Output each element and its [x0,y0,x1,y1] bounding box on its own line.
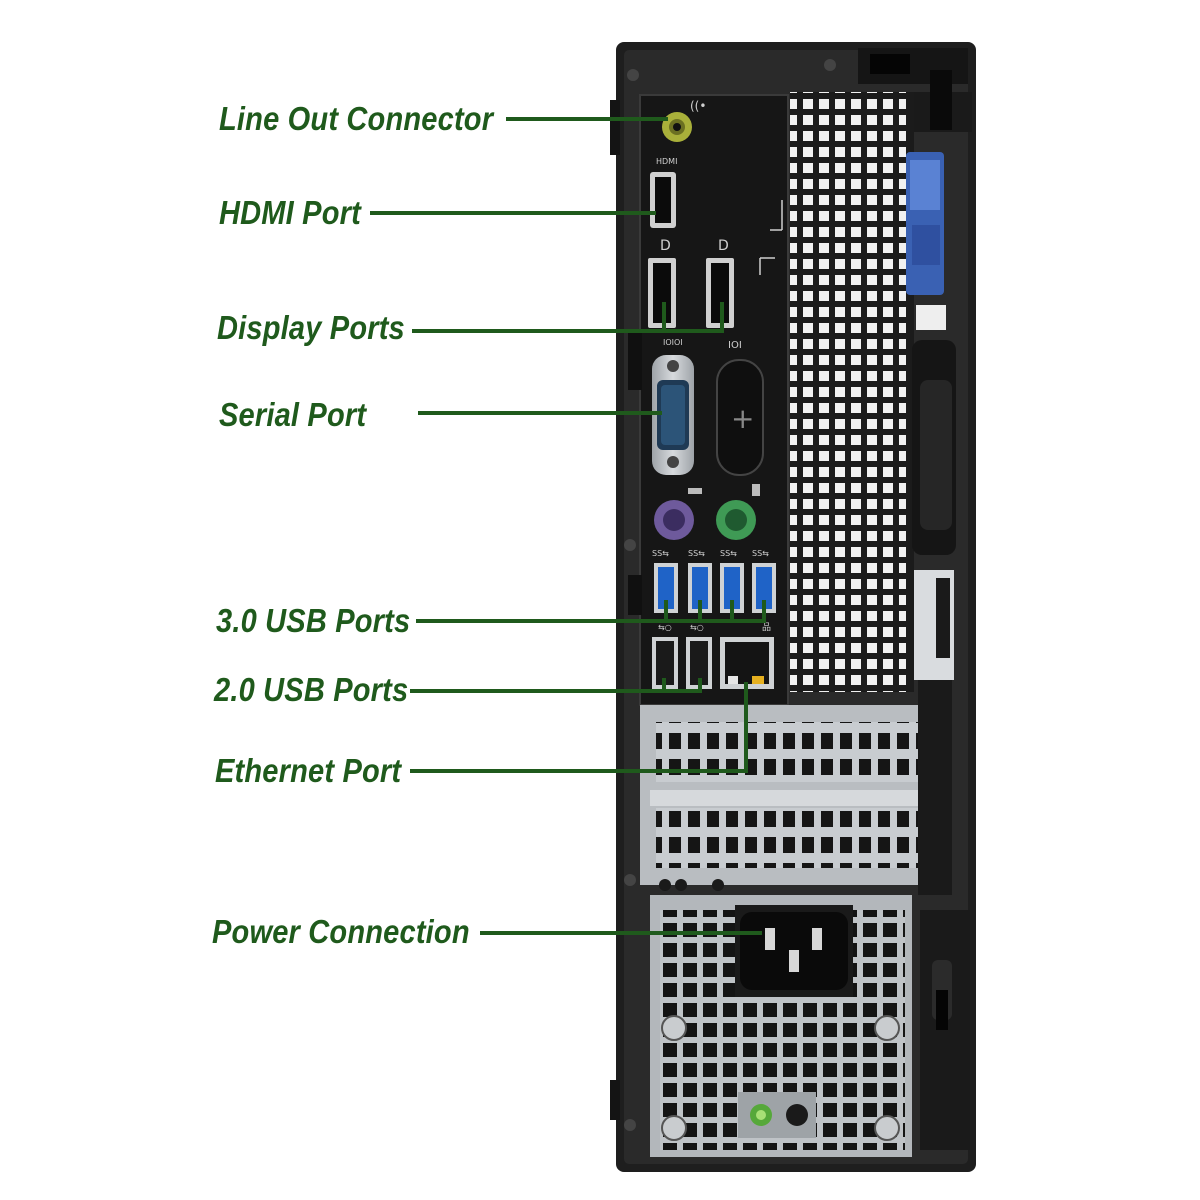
callout-lines [370,117,766,935]
side-latch-area [906,70,972,680]
serial-port-connector: IOIOI + IOI [652,338,764,476]
label-power-connection: Power Connection [212,913,470,950]
callout-line-display [412,302,724,333]
svg-text:⇆○: ⇆○ [658,623,672,632]
label-line-out: Line Out Connector [219,100,494,137]
svg-text:D: D [718,238,729,254]
svg-text:+: + [731,402,754,435]
usb3-port-group: SS⇆ SS⇆ SS⇆ SS⇆ [652,549,776,613]
kensington-slot-area [920,910,970,1150]
hdmi-port-mark: HDMI [656,157,677,166]
svg-text:D: D [660,238,671,254]
ethernet-connector: 品 [720,622,774,689]
displayport-connectors: D D [648,238,775,328]
svg-text:品: 品 [762,622,771,633]
label-usb2-ports: 2.0 USB Ports [214,671,409,708]
label-display-ports: Display Ports [217,309,405,346]
svg-text:SS⇆: SS⇆ [752,549,769,558]
top-vent-grille [790,92,914,692]
svg-text:SS⇆: SS⇆ [720,549,737,558]
svg-text:SS⇆: SS⇆ [652,549,669,558]
label-hdmi: HDMI Port [219,194,361,231]
expansion-slots [640,680,952,895]
hdmi-connector: HDMI [650,157,783,231]
svg-text:IOI: IOI [728,340,742,351]
callout-line-usb3 [416,600,766,623]
line-out-jack: ((• [662,99,706,142]
ps2-ports [654,484,760,540]
callout-line-ethernet [410,682,748,773]
svg-text:⇆○: ⇆○ [690,623,704,632]
label-ethernet-port: Ethernet Port [215,752,402,789]
power-supply [650,879,912,1157]
callout-line-usb2 [410,678,702,693]
label-serial-port: Serial Port [219,396,367,433]
serial-port-mark: IOIOI [663,338,683,347]
svg-text:SS⇆: SS⇆ [688,549,705,558]
label-usb3-ports: 3.0 USB Ports [216,602,411,639]
svg-text:((•: ((• [690,99,706,113]
